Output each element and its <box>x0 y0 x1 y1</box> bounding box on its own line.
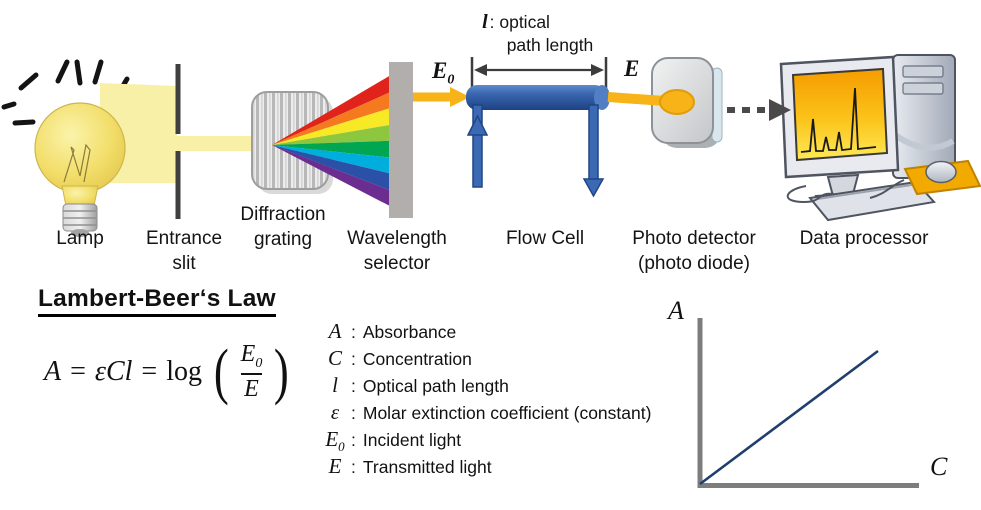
path-length-label-line1: l: optical <box>482 11 550 33</box>
calibration-line <box>699 349 879 486</box>
apparatus-graphic <box>1 54 981 237</box>
incident-light-symbol: E0 <box>432 58 455 88</box>
formula-A: A <box>44 356 62 387</box>
narrow-light-beam <box>177 136 273 151</box>
legend-row-concentration: C:Concentration <box>327 346 472 370</box>
formula-fraction: E0 E <box>240 341 263 403</box>
signal-dashed-arrow <box>727 99 791 121</box>
label-data-processor: Data processor <box>799 228 929 249</box>
wavelength-selector-icon <box>389 62 413 218</box>
legend-row-transmitted-light: E:Transmitted light <box>328 454 492 478</box>
label-flow-cell: Flow Cell <box>505 228 585 249</box>
transmitted-light-symbol: E <box>624 56 640 81</box>
legend-row-incident-light: E0:Incident light <box>325 427 462 455</box>
mousepad-icon <box>903 159 981 196</box>
monitor-icon <box>779 55 900 211</box>
law-heading: Lambert-Beer‘s Law <box>38 285 276 317</box>
label-lamp: Lamp <box>56 228 104 249</box>
keyboard-icon <box>808 180 936 222</box>
computer-tower-icon <box>892 54 956 179</box>
formula-equals-1: = <box>70 356 86 387</box>
formula-open-paren: ( <box>213 337 229 406</box>
incident-beam-arrow <box>413 87 470 107</box>
legend-row-extinction-coefficient: ε:Molar extinction coefficient (constant… <box>330 400 652 424</box>
plot-x-label: C <box>930 452 948 481</box>
rainbow-spectrum <box>272 62 413 218</box>
path-length-dimension <box>470 57 608 89</box>
lambert-beer-formula: A = εCl = log ( E0 E ) <box>44 336 292 408</box>
transmitted-beam-arrow <box>607 89 695 115</box>
cables <box>786 179 905 204</box>
absorbance-concentration-plot <box>697 318 919 488</box>
entrance-slit-icon <box>175 64 181 219</box>
symbol-legend: A:Absorbance C:Concentration l:Optical p… <box>320 319 651 481</box>
formula-equals-2: = <box>141 356 158 387</box>
flow-cell-icon <box>466 85 610 198</box>
lamp-icon <box>34 102 126 237</box>
formula-eCl: εCl <box>94 356 133 387</box>
path-length-label-line2: path length <box>506 35 594 55</box>
plot-y-label: A <box>668 296 684 325</box>
legend-row-path-length: l:Optical path length <box>332 373 509 397</box>
legend-row-absorbance: A:Absorbance <box>328 319 457 343</box>
formula-denominator: E <box>244 376 259 403</box>
chromatogram-trace <box>800 87 877 153</box>
formula-close-paren: ) <box>274 337 290 406</box>
label-photo-detector: Photo detector(photo diode) <box>632 228 756 274</box>
fraction-bar <box>240 373 263 376</box>
mouse-icon <box>925 160 957 184</box>
formula-log: log <box>166 356 202 387</box>
formula-numerator: E0 <box>240 341 263 372</box>
